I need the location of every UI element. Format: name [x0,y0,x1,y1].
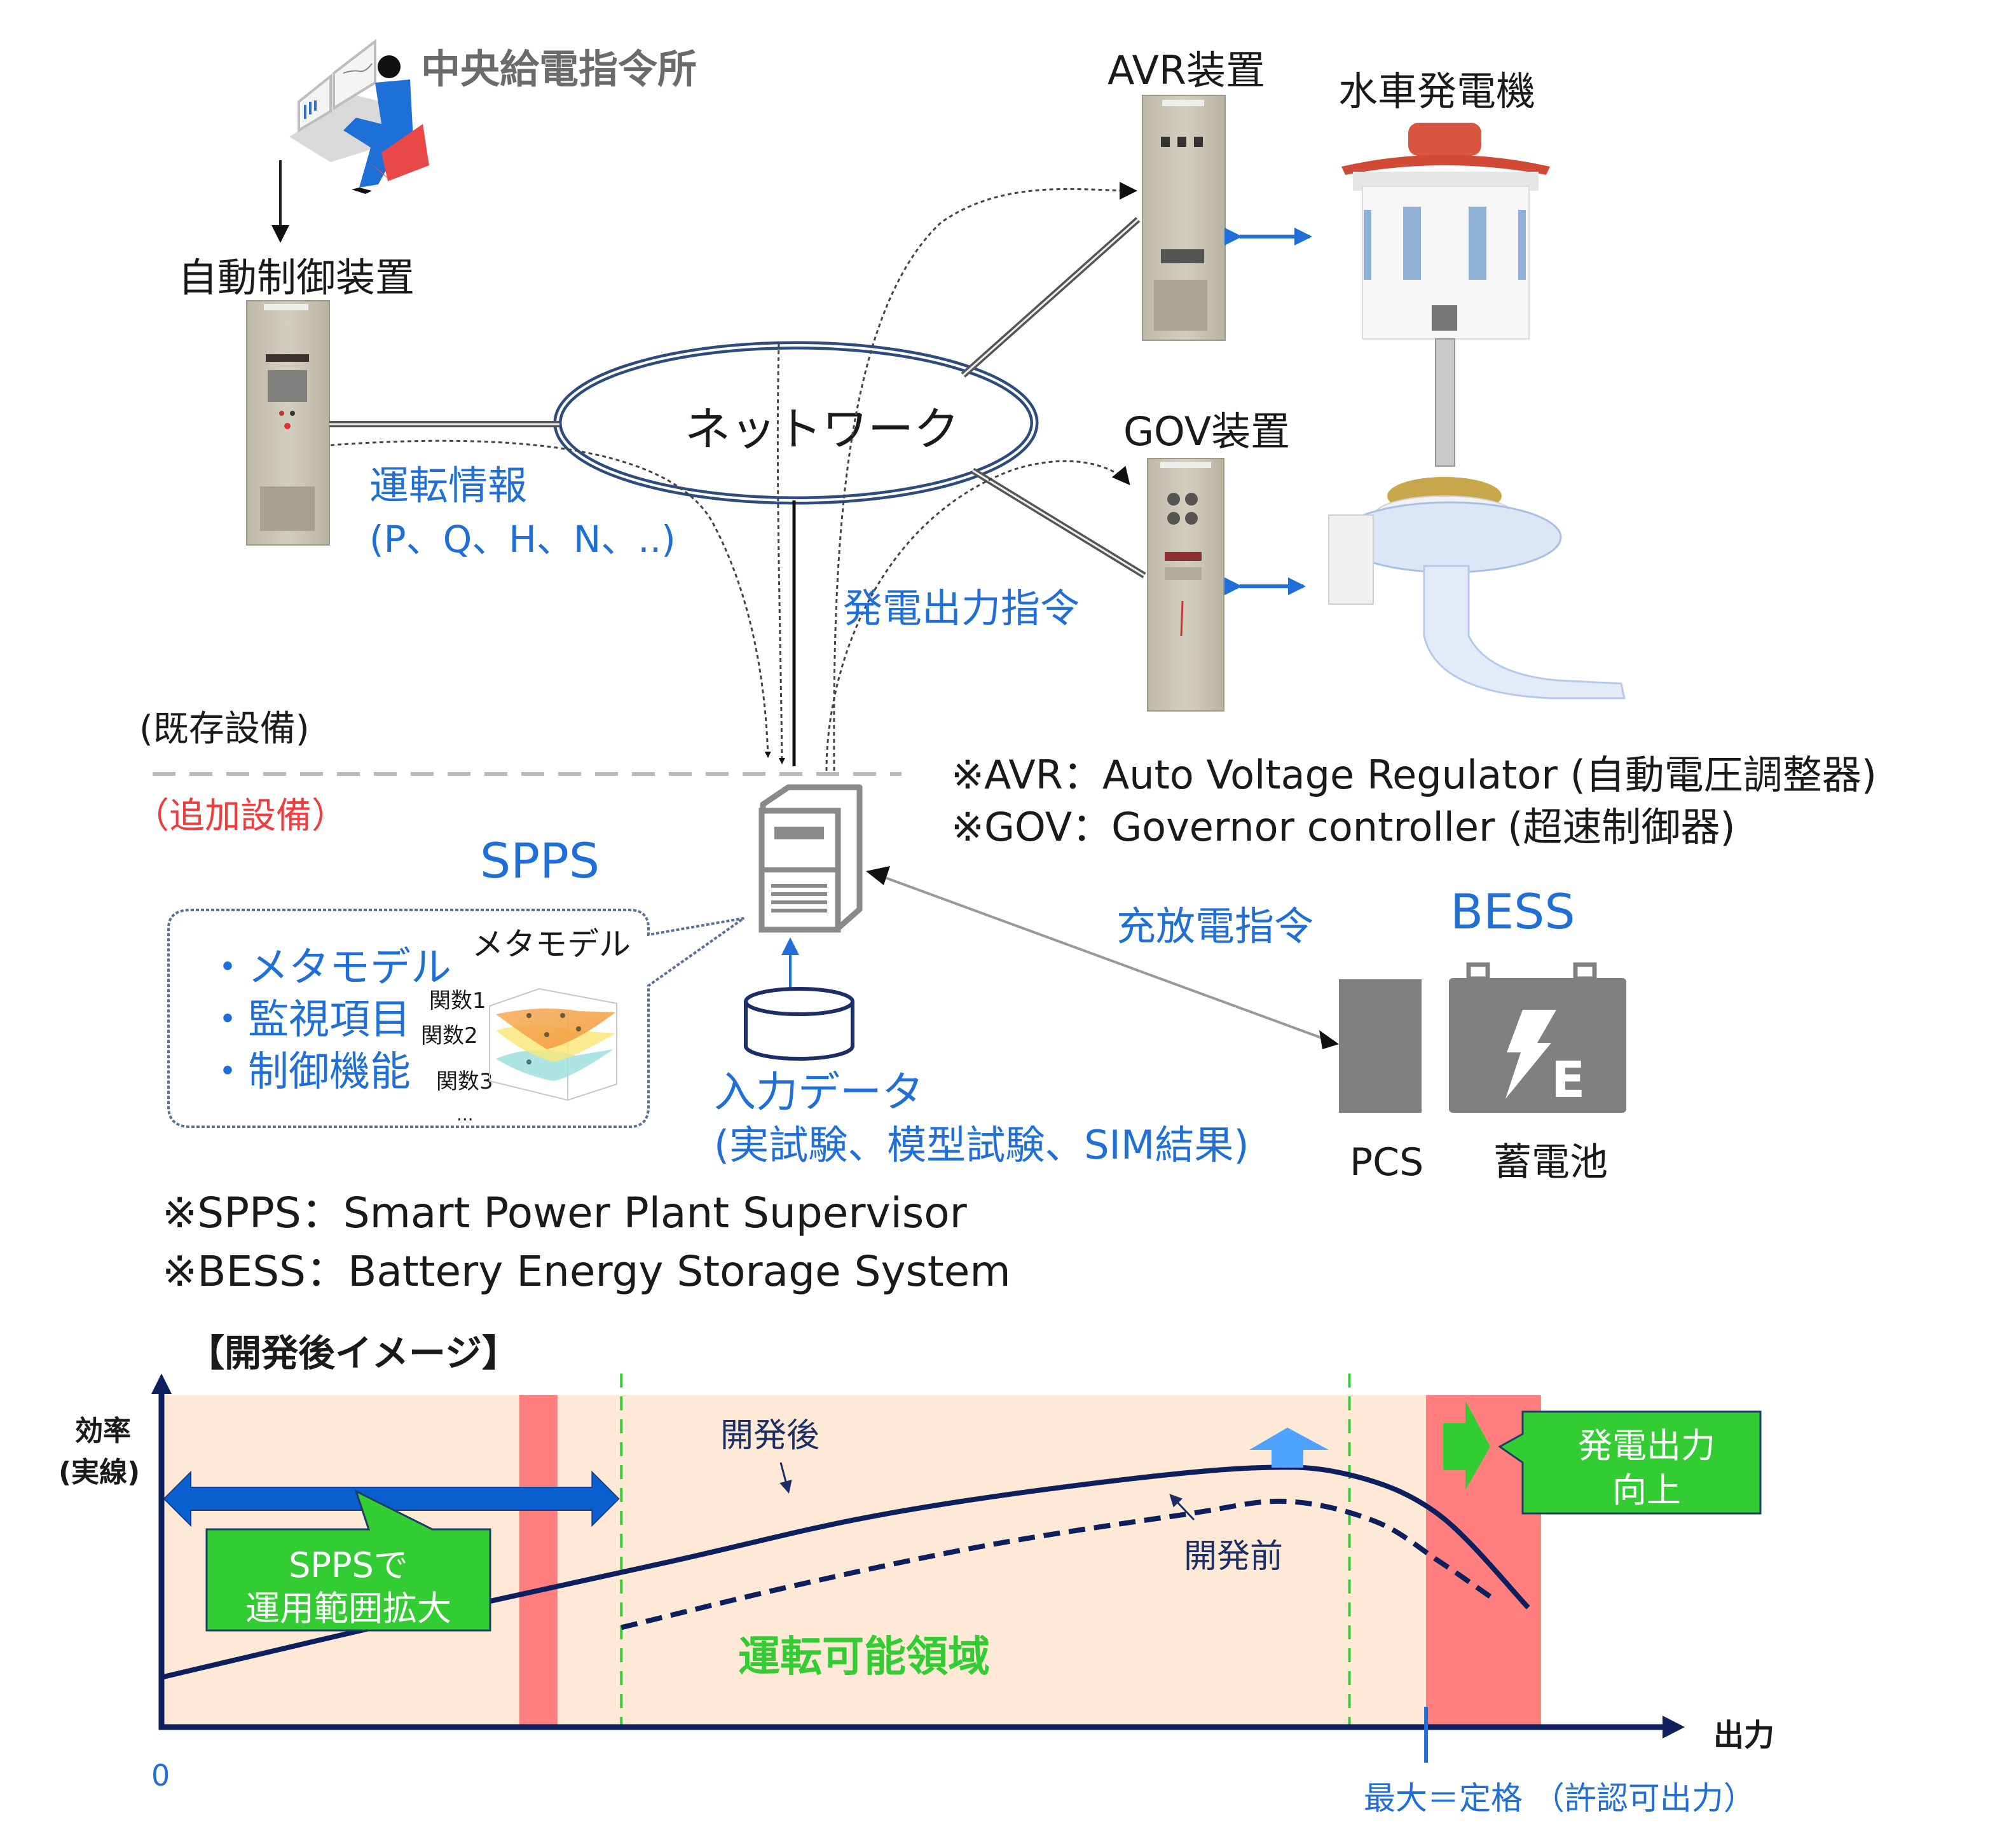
chart-title: 【開発後イメージ】 [188,1332,519,1375]
spps-callout-bubble [167,909,745,1128]
x-max-label: 最大＝定格 （許認可出力） [1364,1780,1755,1817]
metamodel-title: メタモデル [472,926,631,963]
y-axis-label-line1: 効率 [75,1415,131,1447]
output-increase-line2: 向上 [1612,1470,1681,1510]
charge-command-arrowhead-server [866,866,890,885]
spps-bullet-metamodel: ・メタモデル [207,944,451,991]
gov-command-flow [825,460,1130,771]
metamodel-function-1: 関数1 [429,988,486,1014]
dispatch-center-label: 中央給電指令所 [421,46,697,92]
spps-bullet-control: ・制御機能 [207,1049,411,1096]
pcs-label: PCS [1350,1140,1423,1185]
after-development-label: 開発後 [720,1417,819,1455]
hydro-generator-illustration [1328,123,1626,699]
auto-control-label: 自動制御装置 [178,254,415,301]
cable-network-to-gov [971,467,1146,579]
x-axis-arrowhead [1663,1716,1685,1739]
efficiency-chart: 【開発後イメージ】 運転可能領域 SPPSで 運用範囲拡大 発電出力 向上 開発… [58,1332,1774,1817]
output-increase-callout [1498,1410,1762,1515]
series-before-development [621,1498,1498,1630]
spps-note: ※SPPS：Smart Power Plant Supervisor [162,1188,968,1237]
output-increase-arrow [1443,1401,1490,1490]
added-equipment-label: （追加設備） [134,795,347,837]
gov-device-label: GOV装置 [1123,408,1290,455]
battery-label: 蓄電池 [1493,1140,1608,1185]
metamodel-more: ... [456,1104,474,1125]
dispatch-info-flow [776,343,785,764]
generator-label: 水車発電機 [1338,68,1535,114]
restricted-band-1 [519,1395,558,1727]
charge-command-arrowhead-pcs [1319,1030,1339,1049]
before-label-pointer [1169,1494,1195,1521]
avr-device-label: AVR装置 [1107,47,1265,93]
bess-note: ※BESS：Battery Energy Storage System [162,1247,1011,1296]
after-label-pointer [779,1462,792,1494]
existing-equipment-label: (既存設備) [139,708,310,750]
lightning-icon [1505,1010,1556,1099]
gov-cabinet [1147,458,1224,712]
y-axis-label-line2: (実線) [58,1456,140,1489]
operation-info-label: 運転情報 [369,462,527,509]
spps-bullet-monitoring: ・監視項目 [207,996,411,1043]
pcs-icon [1339,979,1422,1113]
output-command-label: 発電出力指令 [843,585,1080,631]
battery-e-glyph: E [1551,1052,1585,1109]
expand-range-double-arrow [163,1470,620,1527]
x-origin-label: 0 [151,1758,170,1793]
bess-title: BESS [1450,883,1575,940]
input-data-label: 入力データ [714,1068,924,1117]
avr-command-flow [833,181,1137,771]
operator-icon [289,38,429,194]
spps-title: SPPS [480,832,600,889]
output-increase-line1: 発電出力 [1578,1426,1715,1466]
operable-area-label: 運転可能領域 [738,1632,990,1681]
expand-range-line2: 運用範囲拡大 [245,1588,451,1629]
before-development-label: 開発前 [1184,1538,1283,1576]
gov-note: ※GOV：Governor controller (超速制御器) [951,804,1736,850]
metamodel-function-3: 関数3 [436,1069,493,1094]
cable-network-to-avr [961,217,1141,378]
input-data-sources: (実試験、模型試験、SIM結果) [714,1122,1249,1168]
network-label: ネットワーク [685,403,959,456]
database-icon [744,987,854,1061]
x-axis-label: 出力 [1713,1718,1774,1753]
operation-info-params: (P、Q、H、N、..) [369,518,676,561]
auto-control-cabinet [246,300,330,546]
avr-cabinet [1142,95,1226,341]
metamodel-function-2: 関数2 [421,1023,478,1049]
expand-range-callout [205,1489,491,1632]
metamodel-surface-plot-icon [489,988,617,1101]
charge-command-label: 充放電指令 [1116,903,1313,949]
avr-note: ※AVR：Auto Voltage Regulator (自動電圧調整器) [951,752,1877,798]
expand-range-line1: SPPSで [289,1545,408,1585]
spps-server-icon [758,784,863,933]
charge-command-line [870,871,1336,1044]
efficiency-improvement-arrow [1249,1428,1329,1468]
y-axis-arrowhead [151,1374,172,1394]
battery-icon: E [1449,962,1626,1113]
